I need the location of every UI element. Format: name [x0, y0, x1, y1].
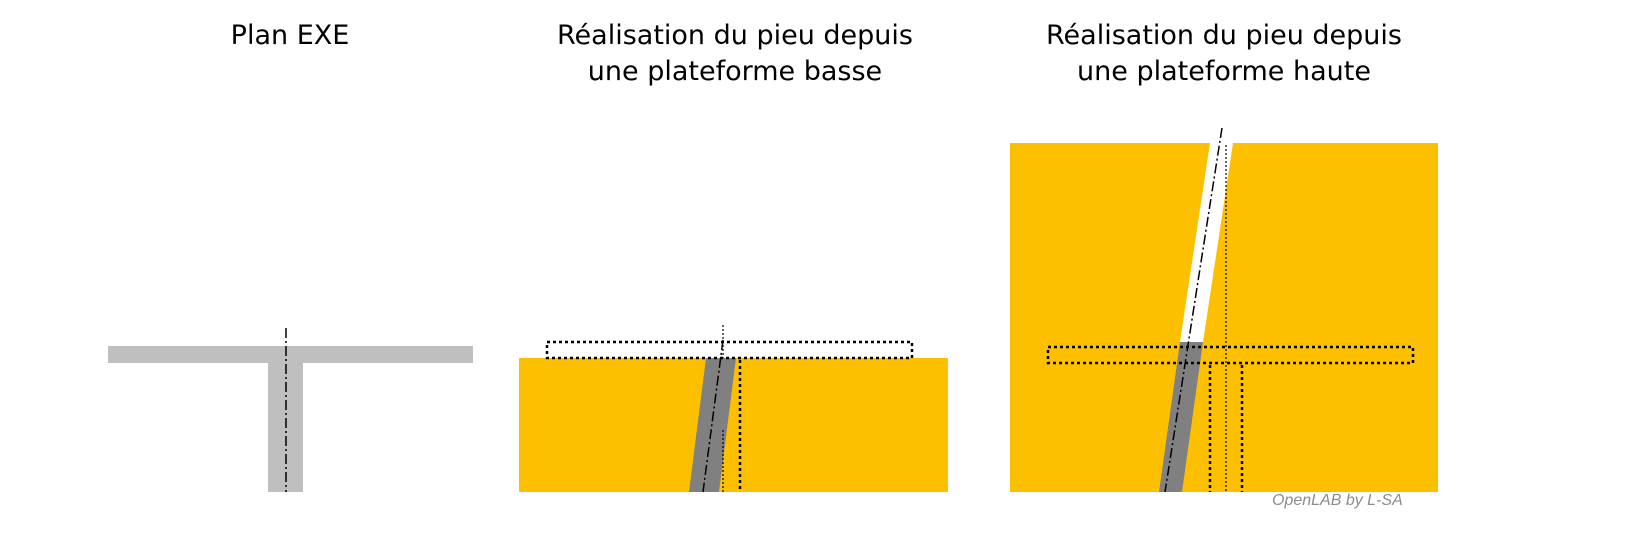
planned-pile-head-outline: [545, 340, 914, 360]
soil-low-platform: [519, 358, 948, 492]
title-line: Réalisation du pieu depuis: [557, 20, 913, 51]
built-pile: [1159, 342, 1203, 492]
low-platform-panel: [519, 325, 948, 493]
title-line: une plateforme basse: [587, 56, 883, 87]
planned-pile-head: [108, 346, 473, 363]
plan-exe-panel: [108, 328, 473, 492]
title-low-platform: Réalisation du pieu depuis une plateform…: [505, 18, 965, 90]
empty-bore: [1180, 143, 1233, 342]
title-line: Plan EXE: [230, 20, 350, 51]
title-plan-exe: Plan EXE: [60, 18, 520, 54]
built-pile-axis: [702, 339, 724, 493]
title-high-platform: Réalisation du pieu depuis une plateform…: [994, 18, 1454, 90]
title-line: Réalisation du pieu depuis: [1046, 20, 1402, 51]
title-line: une plateforme haute: [1077, 56, 1371, 87]
planned-pile-head-outline: [1046, 345, 1415, 365]
watermark: OpenLAB by L-SA: [1272, 492, 1403, 509]
high-platform-panel: [1010, 127, 1438, 493]
built-pile-axis: [1164, 127, 1223, 493]
